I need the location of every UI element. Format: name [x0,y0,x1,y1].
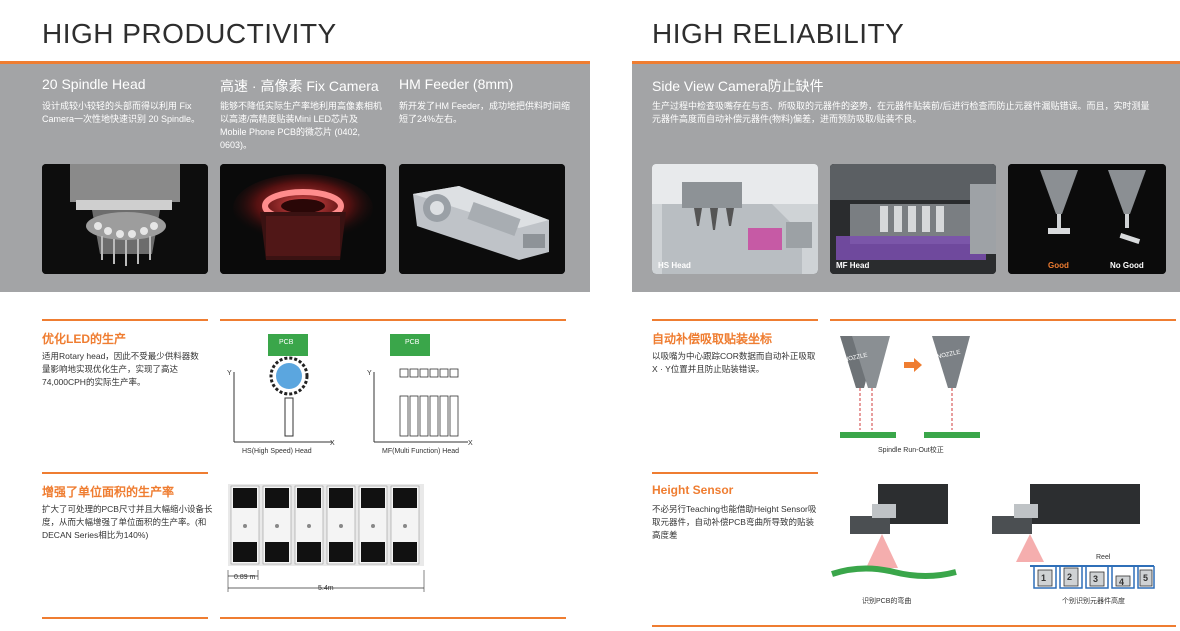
hm-feeder-photo [399,164,565,274]
productivity-title: HIGH PRODUCTIVITY [42,18,337,49]
spindle-head-photo [42,164,208,274]
section-rule-compensation-right [830,319,1176,321]
bin-2: 2 [1067,572,1073,582]
machine-layout-diagram [227,482,425,594]
bin-1: 1 [1041,573,1047,583]
dimension-total: 5.4m [318,585,334,592]
axis-y-mf: Y [367,370,372,377]
section-rule-compensation [652,319,818,321]
good-nogood-photo: Good No Good [1008,164,1166,274]
feature-title-side-camera: Side View Camera防止缺件 [652,78,824,94]
section-rule-area [42,472,208,474]
productivity-rule [0,61,590,64]
reliability-rule [632,61,1180,64]
feature-desc-fix-camera: 能够不降低实际生产率地利用高像素相机以高速/高精度贴装Mini LED芯片及Mo… [220,101,383,150]
bin-3: 3 [1093,574,1099,584]
section-title-height: Height Sensor [652,483,734,497]
section-rule-height [652,472,818,474]
feature-title-spindle: 20 Spindle Head [42,76,146,92]
section-desc-led: 适用Rotary head，因此不受最少供料器数量影响地实现优化生产，实现了高达… [42,351,199,387]
section-title-led: 优化LED的生产 [42,332,127,346]
axis-x-mf: X [468,440,473,447]
mf-head-photo: MF Head [830,164,996,274]
pcb-label-mf: PCB [405,339,420,346]
section-title-area: 增强了单位面积的生产率 [42,485,175,499]
feature-desc-side-camera: 生产过程中检查吸嘴存在与否、所吸取的元器件的姿势，在元器件贴装前/后进行检查而防… [652,101,1150,124]
axis-y-hs: Y [227,370,232,377]
led-head-diagram [224,332,474,457]
runout-caption: Spindle Run-Out校正 [878,447,944,454]
mf-head-caption: MF(Multi Function) Head [382,448,460,455]
mf-head-label: MF Head [836,261,870,270]
axis-x-hs: X [330,440,335,447]
feature-desc-spindle: 设计成较小较轻的头部而得以利用 Fix Camera一次性地快速识别 20 Sp… [42,101,201,124]
reel-label: Reel [1096,554,1111,561]
section-desc-compensation: 以吸嘴为中心跟踪COR数据而自动补正吸取X · Y位置并且防止贴装错误。 [652,351,816,374]
hs-head-caption: HS(High Speed) Head [242,448,312,455]
reliability-title: HIGH RELIABILITY [652,18,905,49]
pcb-warp-diagram [831,482,957,586]
section-rule-led [42,319,208,321]
section-rule-next [42,617,208,619]
pcb-warp-caption: 识别PCB的弯曲 [862,598,912,605]
hs-head-label: HS Head [658,261,691,270]
bin-4: 4 [1119,577,1125,587]
nogood-label: No Good [1110,261,1144,270]
feature-title-hm-feeder: HM Feeder (8mm) [399,76,514,92]
section-title-compensation: 自动补偿吸取贴装坐标 [652,332,773,346]
reel-height-caption: 个别识别元器件高度 [1062,598,1125,605]
section-desc-height: 不必另行Teaching也能借助Height Sensor吸取元器件，自动补偿P… [652,504,817,540]
runout-diagram [838,330,984,442]
fix-camera-photo [220,164,386,274]
feature-desc-hm-feeder: 新开发了HM Feeder，成功地把供料时间缩短了24%左右。 [399,101,571,124]
bin-5: 5 [1143,573,1149,583]
section-rule-next-right [220,617,566,619]
section-rule-led-right [220,319,566,321]
dimension-module: 0.89 m [234,574,256,581]
section-rule-bottom-right [652,625,1176,627]
good-label: Good [1048,261,1069,270]
feature-title-fix-camera: 高速 · 高像素 Fix Camera [220,78,379,94]
section-desc-area: 扩大了可处理的PCB尺寸并且大幅缩小设备长度，从而大幅增强了单位面积的生产率。(… [42,504,213,540]
reel-height-diagram [990,482,1158,590]
hs-head-photo: HS Head [652,164,818,274]
pcb-label-hs: PCB [279,339,294,346]
